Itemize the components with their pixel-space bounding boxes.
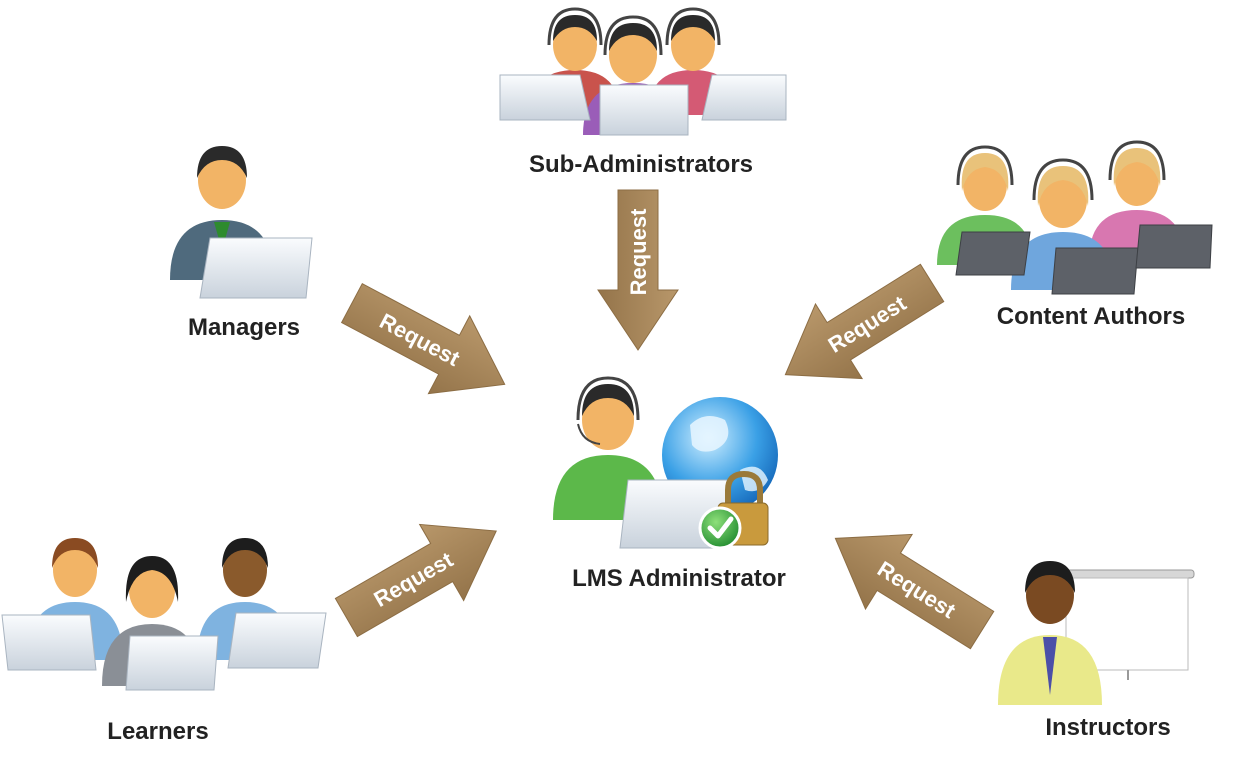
- request-arrow-content-authors: Request: [784, 263, 945, 380]
- sub-administrators-label: Sub-Administrators: [529, 151, 753, 178]
- content-authors-label: Content Authors: [997, 303, 1185, 330]
- request-label-sub-administrators: Request: [626, 208, 651, 295]
- instructors-group: Instructors: [998, 561, 1195, 741]
- lms-administrator-group: LMS Administrator: [553, 376, 786, 592]
- learners-group: Learners: [1, 538, 327, 745]
- instructors-label: Instructors: [1045, 714, 1170, 741]
- learners-label: Learners: [107, 718, 208, 745]
- request-arrow-instructors: Request: [834, 533, 995, 650]
- request-arrow-learners: Request: [334, 523, 497, 638]
- checkmark-icon: [698, 506, 742, 550]
- lms-administrator-label: LMS Administrator: [572, 565, 786, 592]
- request-arrow-sub-administrators: Request: [597, 189, 679, 351]
- managers-label: Managers: [188, 314, 300, 341]
- request-arrow-managers: Request: [340, 282, 506, 395]
- sub-administrators-group: Sub-Administrators: [499, 7, 787, 178]
- managers-group: Managers: [170, 146, 313, 341]
- content-authors-group: Content Authors: [937, 140, 1213, 330]
